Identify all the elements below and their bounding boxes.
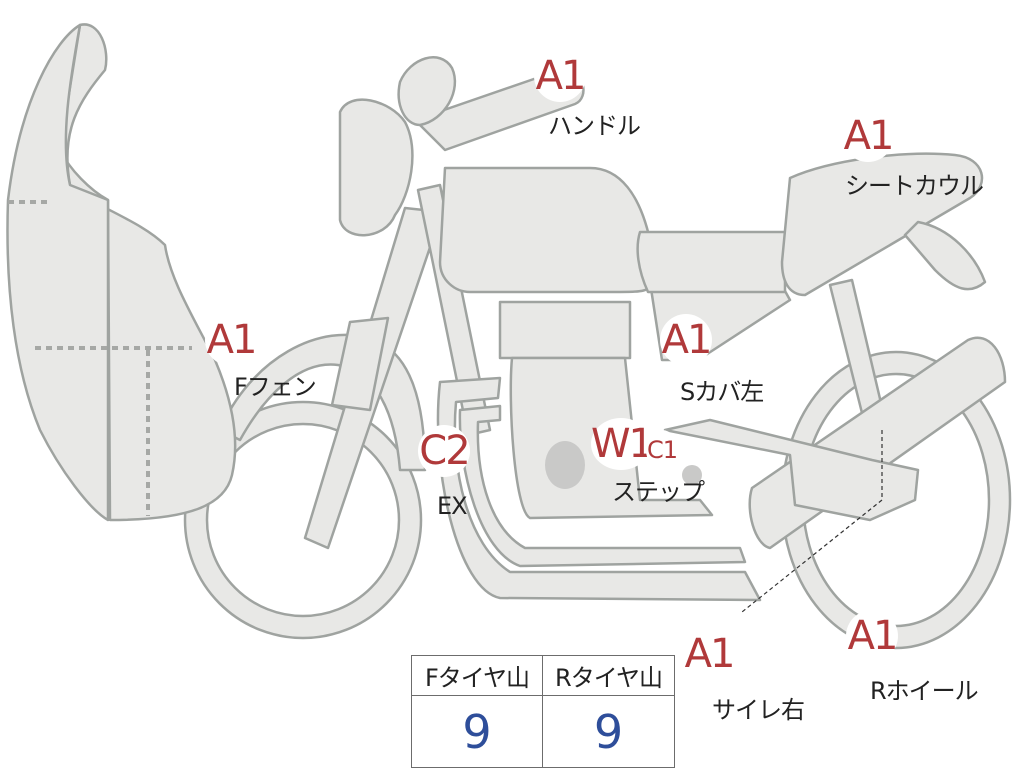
s-cover-left-grade: A1 [660, 314, 712, 366]
rear-wheel [780, 350, 1012, 650]
seat [636, 230, 787, 294]
rear-tire-header: Rタイヤ山 [543, 656, 674, 696]
step-label: ステップ [612, 478, 705, 506]
seat-cowl [780, 152, 984, 297]
seat-cowl-label: シートカウル [845, 172, 984, 200]
seat-cowl-grade: A1 [842, 110, 894, 162]
front-cowl-lower [6, 23, 110, 522]
f-fender-grade: A1 [205, 314, 257, 366]
front-cowl [58, 23, 237, 522]
ex-label: EX [437, 492, 468, 520]
f-fender-label: Fフェン [234, 373, 317, 401]
tail-light [903, 220, 987, 291]
silencer-leader-line [741, 430, 883, 613]
rear-tire-value: 9 [593, 704, 624, 759]
r-wheel-grade: A1 [846, 610, 898, 662]
step-grade: W1 [591, 418, 654, 470]
handle-label: ハンドル [548, 112, 641, 140]
engine-case-mark [545, 441, 585, 489]
fuel-tank [438, 166, 654, 294]
ex-grade: C2 [418, 425, 471, 477]
front-tire-header: Fタイヤ山 [412, 656, 543, 696]
step-grade-secondary: C1 [646, 430, 678, 470]
silencer-right-grade: A1 [683, 628, 735, 680]
exhaust-pipe-inner [458, 404, 747, 568]
tire-tread-table: Fタイヤ山 Rタイヤ山 9 9 [411, 655, 675, 768]
mirror [397, 56, 457, 127]
r-wheel-label: Rホイール [870, 677, 979, 705]
handle-grade: A1 [534, 50, 586, 102]
fork-cover [330, 316, 390, 412]
silencer-right-label: サイレ右 [712, 696, 805, 724]
engine-head [498, 300, 632, 360]
step-mark [682, 465, 702, 485]
frame-down-tube [416, 183, 492, 437]
front-tire-value: 9 [412, 696, 543, 767]
s-cover-left-label: Sカバ左 [680, 378, 764, 406]
swingarm [663, 418, 920, 522]
headlight [338, 98, 414, 237]
